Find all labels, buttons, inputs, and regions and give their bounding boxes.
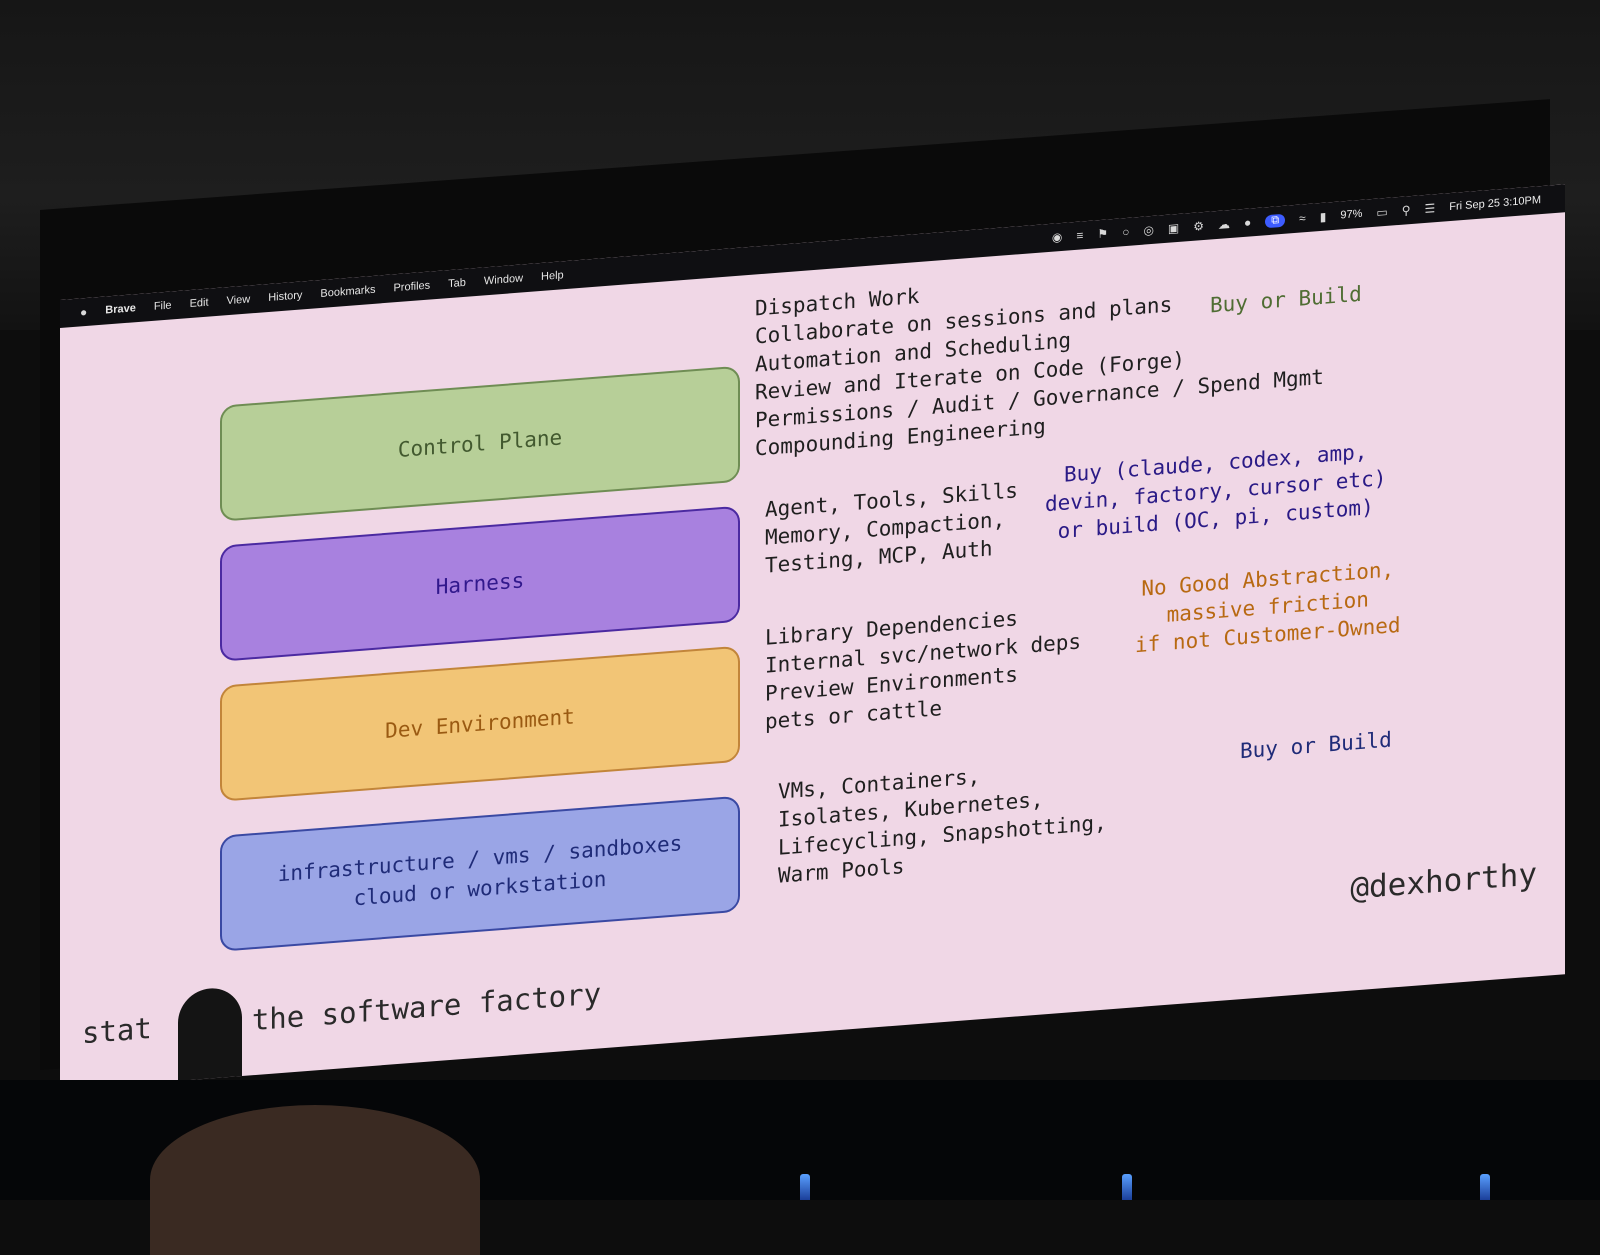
status-icon[interactable]: ◎ [1143,222,1154,238]
stage-light [800,1174,810,1200]
menu-item-file[interactable]: File [153,299,172,313]
layer-title: Harness [435,568,525,600]
battery-icon[interactable]: ▭ [1376,204,1388,220]
layer-harness: Harness [220,505,740,662]
search-icon[interactable]: ⚲ [1401,203,1411,218]
status-icon[interactable]: ⚙ [1193,218,1205,234]
status-icon[interactable]: ☁ [1218,216,1231,232]
screen-share-icon[interactable]: ⧉ [1265,213,1286,228]
layer-title: Dev Environment [385,704,575,743]
stage-light [1480,1174,1490,1200]
harness-note: Buy (claude, codex, amp, devin, factory,… [1045,436,1386,546]
slide-footer-title: stat the software factory [82,976,601,1050]
wifi-icon[interactable]: ≈ [1299,211,1306,226]
status-icon[interactable]: ● [1244,215,1252,230]
bar-icon[interactable]: ▮ [1319,209,1327,225]
menu-item-profiles[interactable]: Profiles [393,279,431,295]
footer-title-end: the software factory [251,976,602,1038]
control-plane-items: Dispatch Work Collaborate on sessions an… [755,251,1324,463]
status-icon[interactable]: ≡ [1076,228,1084,243]
status-icon[interactable]: ⚑ [1097,226,1109,242]
layer-infrastructure: infrastructure / vms / sandboxes cloud o… [220,795,740,952]
footer-title-start: stat [82,1010,152,1051]
layer-title: Control Plane [397,425,563,463]
projected-screen: ● Brave File Edit View History Bookmarks… [60,184,1565,1091]
speaker-silhouette [178,985,242,1091]
menu-item-view[interactable]: View [226,293,251,308]
author-handle: @dexhorthy [1350,856,1537,907]
infrastructure-note: Buy or Build [1240,726,1392,766]
apple-icon[interactable]: ● [80,304,88,320]
menu-item-edit[interactable]: Edit [189,296,209,311]
note-line: Buy or Build [1240,727,1392,764]
audience-member-head [150,1105,480,1255]
menu-item-window[interactable]: Window [483,272,524,288]
battery-percent: 97% [1340,207,1363,222]
infrastructure-items: VMs, Containers, Isolates, Kubernetes, L… [778,752,1107,889]
menu-item-bookmarks[interactable]: Bookmarks [320,283,376,300]
stage-light [1122,1174,1132,1200]
layer-dev-environment: Dev Environment [220,645,740,802]
status-icon[interactable]: ◉ [1051,229,1063,245]
menu-item-help[interactable]: Help [541,269,564,283]
menu-item-history[interactable]: History [268,289,303,304]
menubar-clock[interactable]: Fri Sep 25 3:10PM [1449,194,1541,214]
control-center-icon[interactable]: ☰ [1424,201,1436,217]
status-icon[interactable]: ○ [1122,224,1130,240]
slide-content: Control Plane Dispatch Work Collaborate … [60,212,1565,1091]
menu-item-brave[interactable]: Brave [105,302,136,317]
harness-items: Agent, Tools, Skills Memory, Compaction,… [765,476,1018,579]
dev-environment-items: Library Dependencies Internal svc/networ… [765,599,1081,735]
status-icon[interactable]: ▣ [1167,220,1180,236]
dev-environment-note: No Good Abstraction, massive friction if… [1135,555,1401,659]
layer-control-plane: Control Plane [220,365,740,522]
menu-item-tab[interactable]: Tab [448,276,466,291]
